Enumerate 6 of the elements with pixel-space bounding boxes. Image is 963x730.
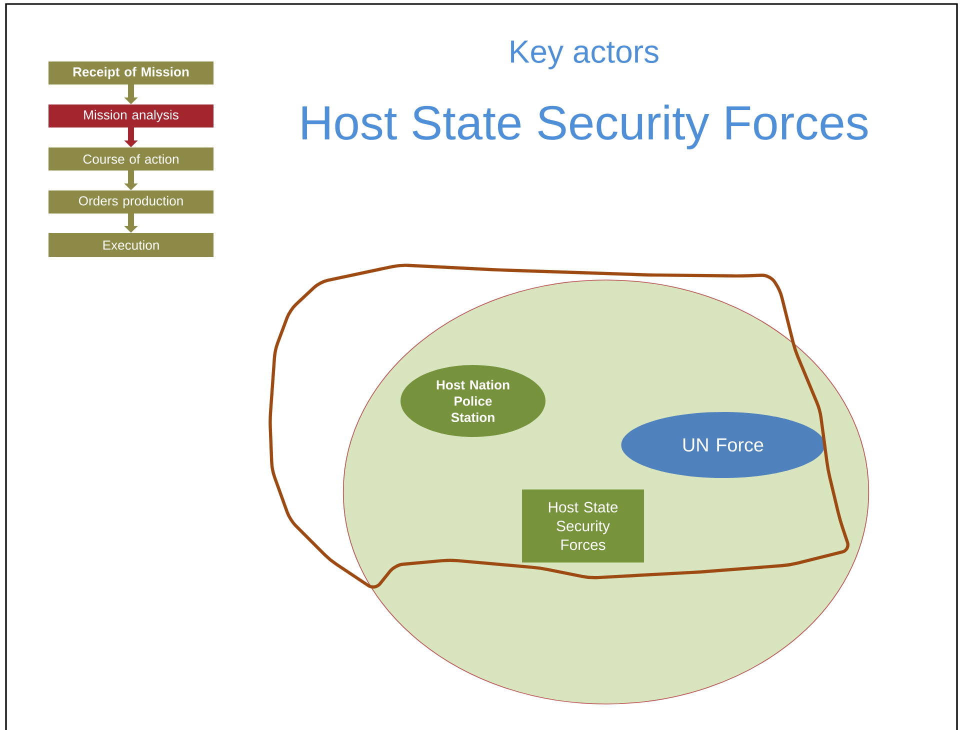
- heading: Host State Security Forces: [302, 104, 868, 150]
- title: Key actors: [511, 40, 658, 70]
- step-box: Course of action: [48, 148, 214, 170]
- step-box: Mission analysis: [48, 104, 214, 128]
- step-box: Receipt of Mission: [48, 62, 214, 84]
- actor-box: Host State Security Forces: [522, 490, 644, 562]
